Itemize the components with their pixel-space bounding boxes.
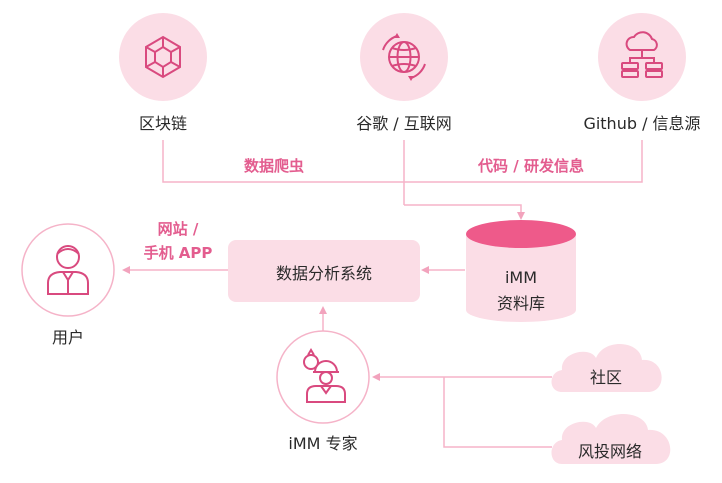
vc-label: 风投网络 xyxy=(577,442,643,461)
globe-icon xyxy=(382,33,426,81)
expert-node xyxy=(276,330,370,424)
website-edge-label-1: 网站 / xyxy=(157,220,199,238)
google-node xyxy=(360,13,448,101)
code-edge-label: 代码 / 研发信息 xyxy=(478,157,584,175)
community-label: 社区 xyxy=(589,368,623,387)
user-node xyxy=(21,223,115,317)
analysis-box xyxy=(228,240,420,302)
website-edge-label-2: 手机 APP xyxy=(143,244,213,262)
database-label-2: 资料库 xyxy=(496,294,546,313)
blockchain-cube-icon xyxy=(145,35,181,79)
edge-blockchain-github xyxy=(162,140,643,183)
blockchain-node xyxy=(119,13,207,101)
edge-vc-expert xyxy=(443,377,552,448)
vc-cloud xyxy=(551,413,671,464)
github-node xyxy=(598,13,686,101)
expert-label: iMM 专家 xyxy=(288,434,358,453)
user-label: 用户 xyxy=(51,328,85,347)
github-label: Github / 信息源 xyxy=(583,114,701,133)
crawler-edge-label: 数据爬虫 xyxy=(243,157,305,175)
google-label: 谷歌 / 互联网 xyxy=(356,114,452,133)
database-node xyxy=(466,220,576,322)
edge-junction-db xyxy=(404,204,525,220)
engineer-icon xyxy=(303,348,346,403)
connectors xyxy=(122,140,643,448)
blockchain-label: 区块链 xyxy=(138,114,188,133)
analysis-label: 数据分析系统 xyxy=(275,264,373,283)
database-label-1: iMM xyxy=(504,268,538,287)
cloud-server-icon xyxy=(621,31,663,78)
user-icon xyxy=(47,245,89,295)
community-cloud xyxy=(551,343,662,392)
